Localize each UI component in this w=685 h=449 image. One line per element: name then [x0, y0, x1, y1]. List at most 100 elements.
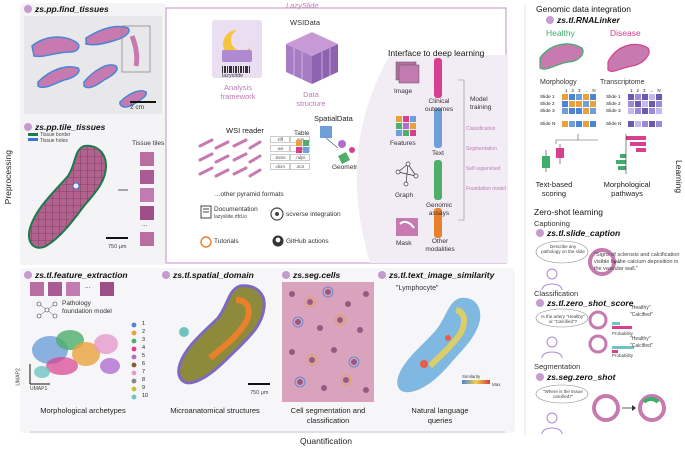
- deep-learning-title: Interface to deep learning: [388, 48, 485, 58]
- function-bullet-icon: [24, 271, 32, 279]
- feature-ellipsis: ...: [85, 283, 91, 290]
- function-bullet-icon: [162, 271, 170, 279]
- spatial-domain-image: [177, 284, 270, 385]
- col-label: N: [657, 88, 661, 93]
- function-bullet-icon: [24, 5, 32, 13]
- healthy-disease-slides: [539, 43, 650, 72]
- query-text: "Lymphocyte": [396, 285, 439, 292]
- feature-extraction-function: zs.tl.feature_extraction: [24, 270, 128, 280]
- format-tag: .mrxs: [270, 154, 290, 161]
- natural-language-label: Natural language queries: [411, 406, 469, 425]
- scale-2cm: 2 cm: [130, 104, 145, 111]
- task-self-supervised: Self-supervised: [466, 166, 501, 172]
- find-tissues-function: zs.pp.find_tissues: [24, 4, 109, 14]
- tiled-tissue-image: [28, 144, 128, 249]
- model-training-label: Model training: [470, 96, 492, 111]
- task-foundation-model: Foundation model: [466, 186, 507, 192]
- function-bullet-icon: [378, 271, 386, 279]
- cluster-label: 7: [142, 369, 146, 375]
- col-label: 1: [565, 88, 568, 93]
- caption-question: Describe any pathology on the slide: [541, 244, 585, 254]
- slide-label: Slide N: [606, 122, 622, 127]
- scoring-plots: [542, 134, 646, 174]
- classification-illustration: [535, 308, 634, 359]
- umap1-label: UMAP1: [30, 386, 48, 392]
- output-text: Text: [432, 150, 444, 157]
- table-label: Table: [294, 130, 310, 137]
- legend-tissue-holes: Tissue holes: [40, 138, 68, 144]
- output-clinical: Clinical outcomes: [424, 98, 454, 113]
- format-tag: .sxi: [270, 145, 290, 152]
- lazyslide-word: lazyslide: [222, 73, 244, 79]
- col-label: ...: [584, 88, 589, 93]
- segmentation-label: Segmentation: [534, 362, 581, 371]
- book-icon: [200, 205, 212, 219]
- lazyslide-title: LazySlide: [286, 1, 319, 10]
- tiles-ellipsis: ...: [142, 221, 148, 228]
- disease-label: Disease: [610, 28, 641, 38]
- captioning-label: Captioning: [534, 219, 570, 228]
- neural-network-icon: [36, 301, 58, 319]
- scverse-label: scverse integration: [286, 211, 341, 218]
- output-modality-bars: [434, 58, 442, 238]
- learning-label: Learning: [674, 160, 684, 194]
- wsi-reader-label: WSI reader: [226, 126, 264, 135]
- tile-thumbnails: [118, 152, 154, 246]
- umap2-label: UMAP2: [15, 368, 22, 386]
- model-training-bracket: [458, 79, 465, 221]
- input-mask: Mask: [396, 240, 412, 247]
- geometries-label: Geometries: [332, 164, 366, 171]
- probability-label-1: Probability: [612, 331, 634, 336]
- wsi-slide-thumbnails: [198, 138, 262, 178]
- slide-labels-right: Slide 1 Slide 2 Slide 3 Slide N: [606, 94, 621, 128]
- probability-label-2: Probability: [612, 353, 634, 358]
- format-tag: .tiff: [270, 136, 290, 143]
- analysis-framework-label: Analysis framework: [220, 83, 256, 101]
- cluster-label: 4: [142, 345, 146, 351]
- task-segmentation: Segmentation: [466, 146, 497, 152]
- seg-question: "Where is the tissue calcified?": [543, 389, 583, 399]
- cluster-label: 3: [142, 337, 146, 343]
- caption-answer: "Signs of sclerosis and calcification vi…: [594, 252, 680, 272]
- col-label: 1: [630, 88, 633, 93]
- col-label: ...: [649, 88, 654, 93]
- wsidata-cube-icon: [286, 32, 338, 84]
- class-question: Is the artery "Healthy" or "Calcified"?: [541, 314, 585, 324]
- col-labels-left: 1 2 3 ... N: [565, 88, 596, 93]
- doc-url[interactable]: lazyslide.rtfd.io: [214, 214, 248, 220]
- output-other: Other modalities: [425, 238, 455, 253]
- function-bullet-icon: [536, 373, 544, 381]
- col-label: 2: [571, 88, 575, 93]
- pathology-fm-label: Pathology foundation model: [62, 300, 112, 315]
- other-formats-label: ...other pyramid formats: [215, 191, 284, 198]
- spatialdata-icon: [296, 126, 355, 164]
- scverse-icon: [270, 207, 284, 221]
- slide-label: Slide 3: [540, 109, 555, 114]
- cluster-legend-dots: [131, 322, 137, 400]
- tutorials-label: Tutorials: [214, 238, 239, 245]
- microanatomical-label: Microanatomical structures: [170, 406, 260, 415]
- similarity-heatmap: [397, 297, 490, 393]
- function-bullet-icon: [546, 16, 554, 24]
- morph-archetypes-label: Morphological archetypes: [40, 406, 126, 415]
- seg-cells-function: zs.seg.cells: [282, 270, 340, 280]
- slide-label: Slide 3: [606, 109, 621, 114]
- calcified-quote-2: "Calcified": [630, 343, 653, 349]
- task-classification: Classification: [466, 126, 496, 132]
- cluster-label: 1: [142, 321, 146, 327]
- genomic-integration-title: Genomic data integration: [536, 4, 631, 14]
- col-label: 3: [578, 88, 581, 93]
- col-label: 3: [643, 88, 646, 93]
- cluster-label: 9: [142, 385, 146, 391]
- transcriptome-label: Transcriptome: [600, 79, 645, 86]
- tissue-slide-thumbnails: [24, 16, 162, 114]
- classification-label: Classification: [534, 289, 579, 298]
- zero-shot-score-function: zs.tl.zero_shot_score: [536, 298, 633, 308]
- cluster-label: 5: [142, 353, 146, 359]
- feature-matrices: [562, 94, 662, 127]
- deep-learning-bg: [356, 55, 508, 263]
- github-label: GitHub actions: [286, 238, 329, 245]
- cluster-label: 8: [142, 377, 146, 383]
- cluster-label: 2: [142, 329, 146, 335]
- text-image-similarity-function: zs.tl.text_image_similarity: [378, 270, 494, 280]
